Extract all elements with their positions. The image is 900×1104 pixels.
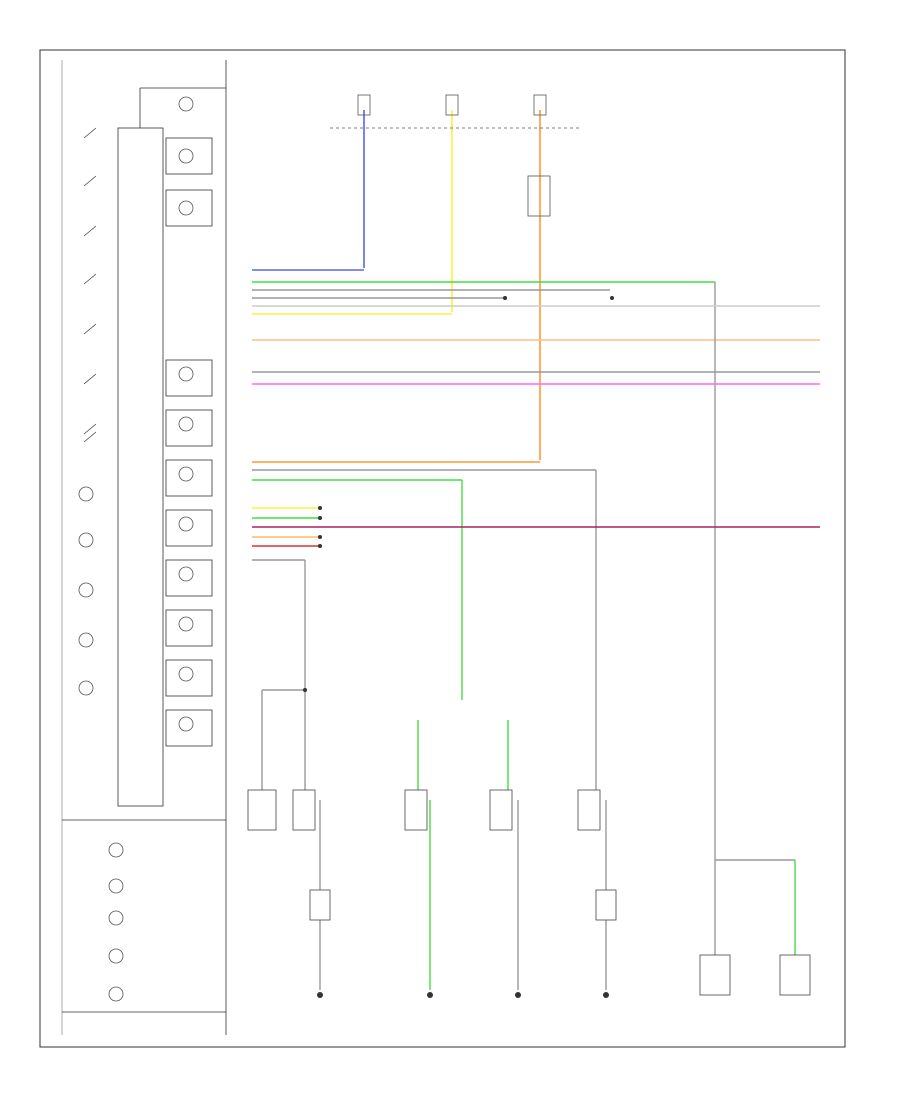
fuse-feeds: [252, 110, 820, 463]
bus-wires: [252, 281, 820, 740]
branch-wires: [261, 560, 796, 990]
cluster-indicators: [78, 96, 194, 1002]
instrument-cluster: [61, 60, 227, 1035]
wire-junctions: [303, 296, 614, 692]
diagram-border: [39, 49, 846, 1048]
ground-points: [317, 992, 609, 998]
fuse-blocks: [330, 94, 580, 217]
bottom-components: [247, 789, 811, 996]
cluster-switches: [83, 127, 97, 443]
